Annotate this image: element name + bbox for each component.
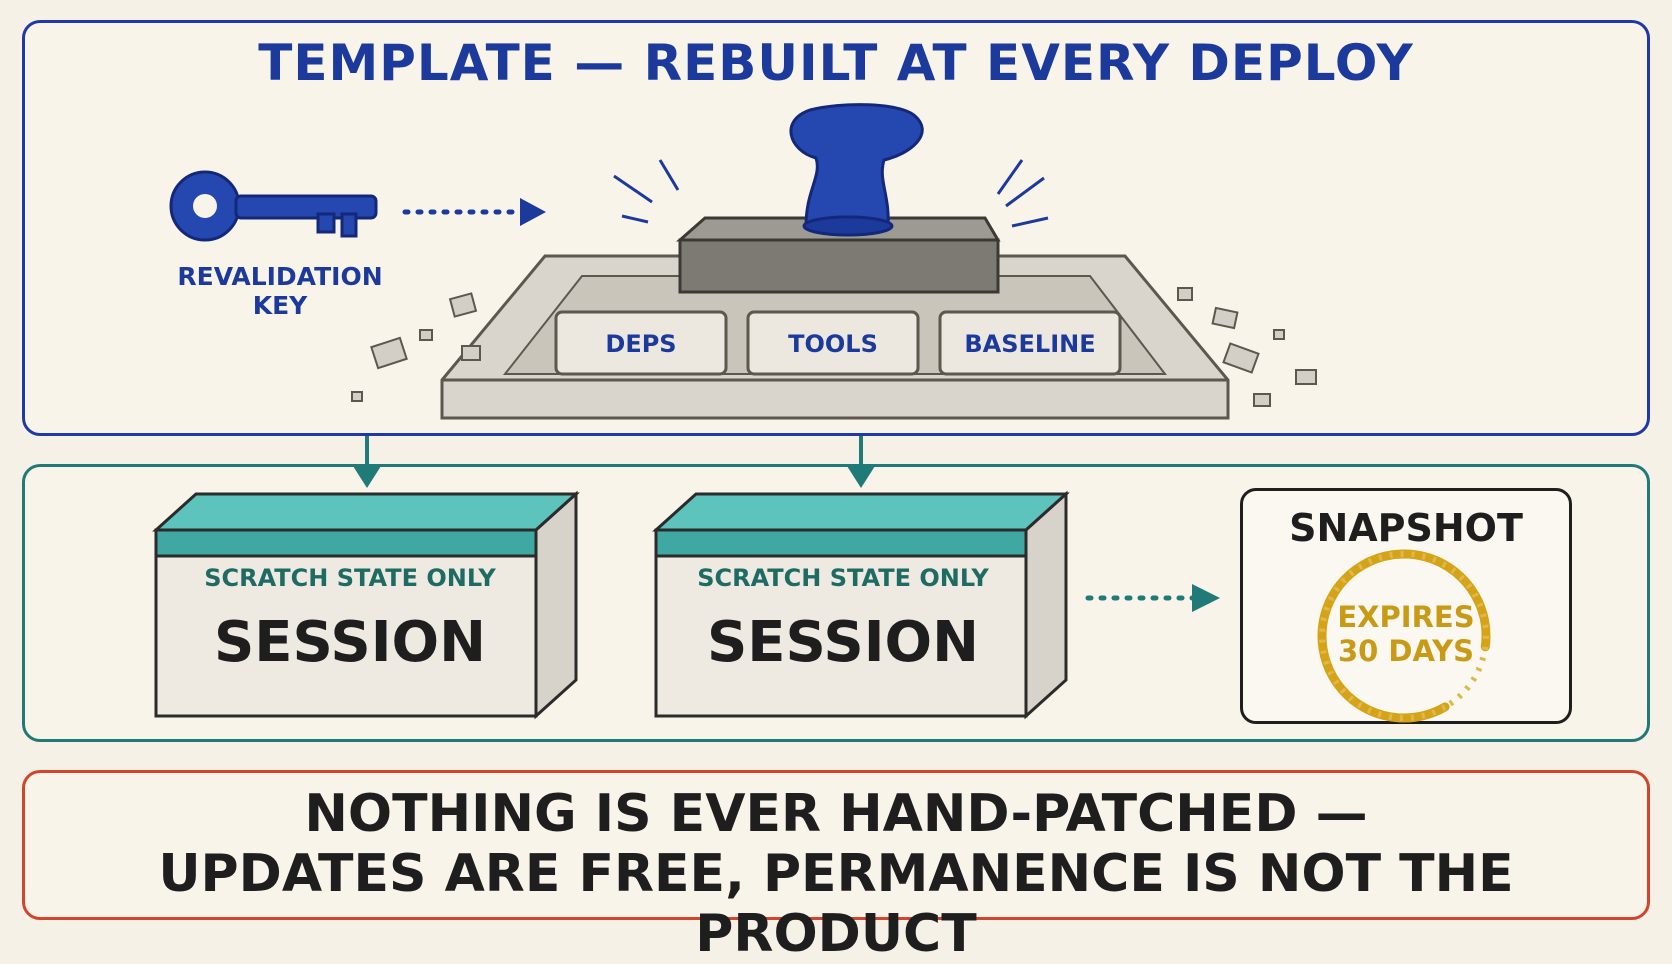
stamp-icon — [351, 103, 1317, 420]
expiry-line-1: EXPIRES — [1337, 600, 1475, 634]
diagram-artwork — [152, 103, 1317, 720]
slot-baseline-label: BASELINE — [964, 330, 1096, 358]
snapshot-expiry: EXPIRES 30 DAYS — [1306, 600, 1506, 668]
slot-deps-label: DEPS — [605, 330, 677, 358]
arrow-down-icon — [353, 436, 875, 488]
key-icon — [169, 170, 378, 242]
footer-panel — [22, 770, 1650, 920]
expiry-ring-icon — [1317, 549, 1491, 723]
arrow-right-icon — [402, 198, 546, 226]
session-2-subtitle: SCRATCH STATE ONLY — [697, 564, 989, 592]
snapshot-title: SNAPSHOT — [1289, 506, 1523, 550]
footer-message: NOTHING IS EVER HAND-PATCHED — UPDATES A… — [22, 784, 1650, 964]
footer-line-2: UPDATES ARE FREE, PERMANENCE IS NOT THE … — [158, 844, 1514, 964]
expiry-line-2: 30 DAYS — [1337, 634, 1475, 668]
session-2-label: SESSION — [706, 610, 980, 675]
slot-tools-label: TOOLS — [788, 330, 878, 358]
snapshot-card — [1240, 488, 1572, 724]
session-1-subtitle: SCRATCH STATE ONLY — [204, 564, 496, 592]
session-1-label: SESSION — [213, 610, 487, 675]
footer-line-1: NOTHING IS EVER HAND-PATCHED — — [304, 784, 1368, 844]
session-block-1 — [152, 490, 580, 720]
revalidation-key-label: REVALIDATION KEY — [177, 262, 383, 320]
session-block-2 — [652, 490, 1070, 720]
arrow-right-icon — [1085, 584, 1220, 612]
template-title: TEMPLATE — REBUILT AT EVERY DEPLOY — [258, 34, 1414, 92]
